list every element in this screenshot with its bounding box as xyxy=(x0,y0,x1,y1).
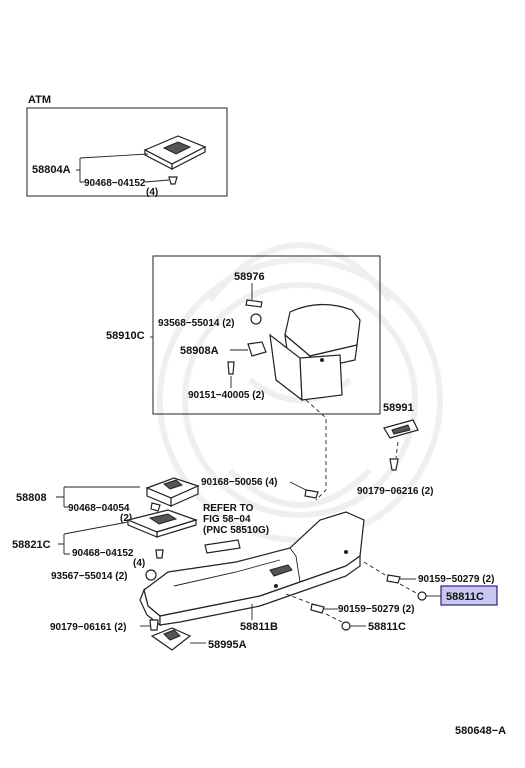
label-90468-04152-atm: 90468−04152 xyxy=(84,178,146,189)
qty-atm: (4) xyxy=(146,187,158,198)
upper-detail-frame xyxy=(152,255,381,415)
label-90159-50279-a: 90159−50279 (2) xyxy=(418,574,494,585)
armrest-lid[interactable] xyxy=(269,303,361,402)
console-body-58811B[interactable] xyxy=(139,511,365,627)
screw-90151-icon xyxy=(227,361,235,375)
screw-90179-06216-icon xyxy=(389,458,399,471)
clip-93568-icon xyxy=(250,313,262,325)
label-58811C: 58811C xyxy=(368,621,406,633)
screw-90159-a-icon xyxy=(386,574,401,584)
label-58811C-highlight: 58811C xyxy=(446,591,484,603)
screw-90168-icon xyxy=(304,489,319,499)
hinge-58908A-icon xyxy=(247,341,267,357)
label-58821C: 58821C xyxy=(12,539,51,551)
bracket-reference-icon xyxy=(204,539,241,554)
qty-4: (4) xyxy=(133,558,145,569)
atm-leader-lines xyxy=(76,153,170,183)
screw-90179-06161-icon xyxy=(149,619,159,631)
guide-dashed-lid xyxy=(305,399,327,501)
bracket-58991[interactable] xyxy=(383,419,419,439)
atm-inset-frame xyxy=(26,107,228,197)
label-90179-06161: 90179−06161 (2) xyxy=(50,622,126,633)
diagram-code: 580648−A xyxy=(455,725,506,737)
label-93568-55014: 93568−55014 (2) xyxy=(158,318,234,329)
label-58908A: 58908A xyxy=(180,345,219,357)
clip-58976-icon xyxy=(245,299,263,308)
atm-title: ATM xyxy=(28,94,51,106)
qty-2: (2) xyxy=(120,513,132,524)
atm-screw-icon xyxy=(168,176,178,185)
label-58804A: 58804A xyxy=(32,164,71,176)
label-90159-50279-b: 90159−50279 (2) xyxy=(338,604,414,615)
label-93567-55014: 93567−55014 (2) xyxy=(51,571,127,582)
refer-line2: FIG 58−04 xyxy=(203,514,251,525)
shift-boot-58808[interactable] xyxy=(145,477,200,507)
refer-line3: (PNC 58510G) xyxy=(203,525,269,536)
highlight-58811C[interactable]: 58811C xyxy=(440,585,498,606)
screw-90159-b-icon xyxy=(310,603,325,614)
label-58991: 58991 xyxy=(383,402,414,414)
refer-line1: REFER TO xyxy=(203,503,254,514)
cap-58811C-b-icon xyxy=(341,621,351,631)
label-90179-06216: 90179−06216 (2) xyxy=(357,486,433,497)
label-58976: 58976 xyxy=(234,271,265,283)
cap-58811C-icon xyxy=(417,591,427,601)
label-58808: 58808 xyxy=(16,492,47,504)
label-90468-04054: 90468−04054 xyxy=(68,503,130,514)
label-58910C: 58910C xyxy=(106,330,145,342)
label-58995A: 58995A xyxy=(208,639,247,651)
label-90468-04152: 90468−04152 xyxy=(72,548,134,559)
clip-93567-icon xyxy=(145,569,157,581)
screw-90468-04054-icon xyxy=(150,502,161,512)
label-58811B: 58811B xyxy=(240,621,278,633)
bezel-58821C[interactable] xyxy=(126,509,198,538)
atm-shift-bezel[interactable] xyxy=(143,135,207,170)
label-90151-40005: 90151−40005 (2) xyxy=(188,390,264,401)
bracket-58995A[interactable] xyxy=(150,627,192,651)
screw-90468-04152-icon xyxy=(155,549,164,559)
label-90168-50056: 90168−50056 (4) xyxy=(201,477,277,488)
